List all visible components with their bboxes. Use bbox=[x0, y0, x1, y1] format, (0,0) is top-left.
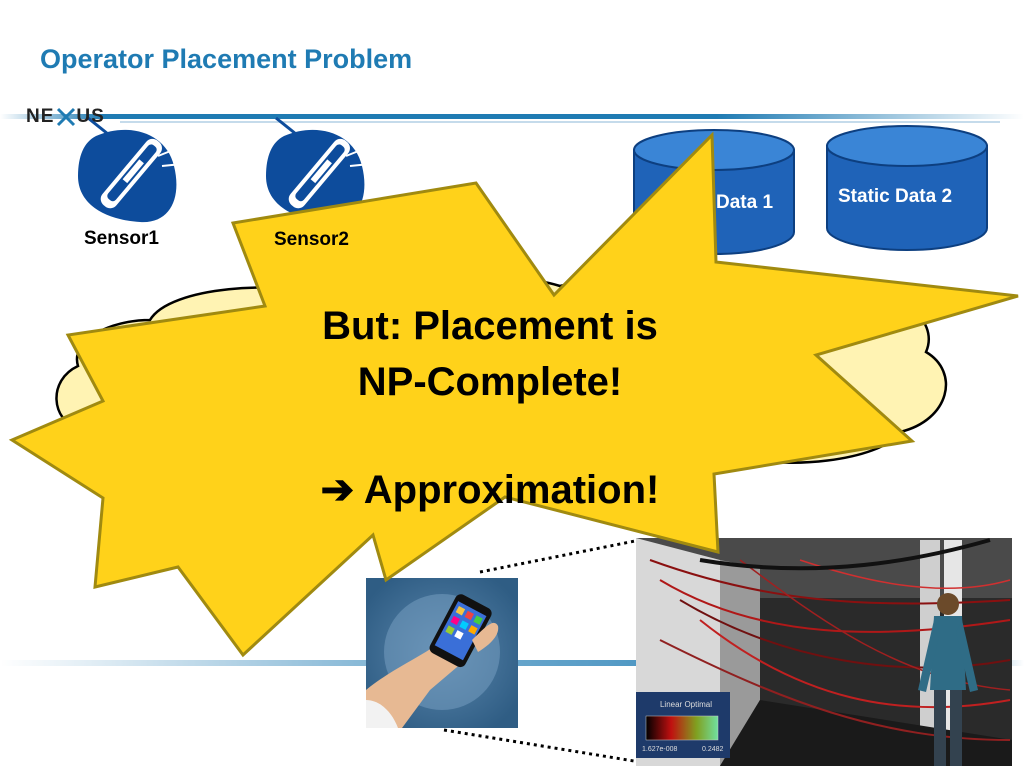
sensor1-icon bbox=[78, 116, 183, 223]
database1-label: Data 1 bbox=[716, 192, 774, 213]
colorbar-gradient bbox=[645, 715, 719, 741]
smartphone-hand-image bbox=[366, 578, 518, 728]
database2-icon bbox=[826, 125, 988, 251]
explosion-burst bbox=[8, 131, 1019, 658]
colorbar-min: 1.627e-008 bbox=[642, 746, 678, 753]
colorbar-max: 0.2482 bbox=[702, 746, 724, 753]
header-line-thin bbox=[120, 121, 1000, 123]
logo-text-left: NE bbox=[26, 106, 55, 127]
colorbar-title: Linear Optimal bbox=[659, 700, 713, 709]
nexus-logo: NE US bbox=[26, 106, 105, 128]
sensor1-label: Sensor1 bbox=[84, 228, 159, 249]
connector-dotted-1 bbox=[479, 538, 641, 574]
sensor2-label: Sensor2 bbox=[274, 229, 349, 250]
slide-title: Operator Placement Problem bbox=[40, 44, 413, 74]
simulation-visualization-image bbox=[636, 538, 1012, 766]
logo-text-right: US bbox=[76, 106, 105, 127]
burst-line2: NP-Complete! bbox=[357, 360, 623, 404]
header-line bbox=[0, 114, 1024, 119]
database2-label: Static Data 2 bbox=[838, 186, 953, 207]
burst-line3: ➔ Approximation! bbox=[320, 468, 660, 512]
nexus-logo-x-icon bbox=[56, 107, 76, 127]
connector-dotted-2 bbox=[443, 728, 641, 764]
sensor2-icon bbox=[266, 116, 371, 223]
burst-line1: But: Placement is bbox=[322, 304, 658, 348]
